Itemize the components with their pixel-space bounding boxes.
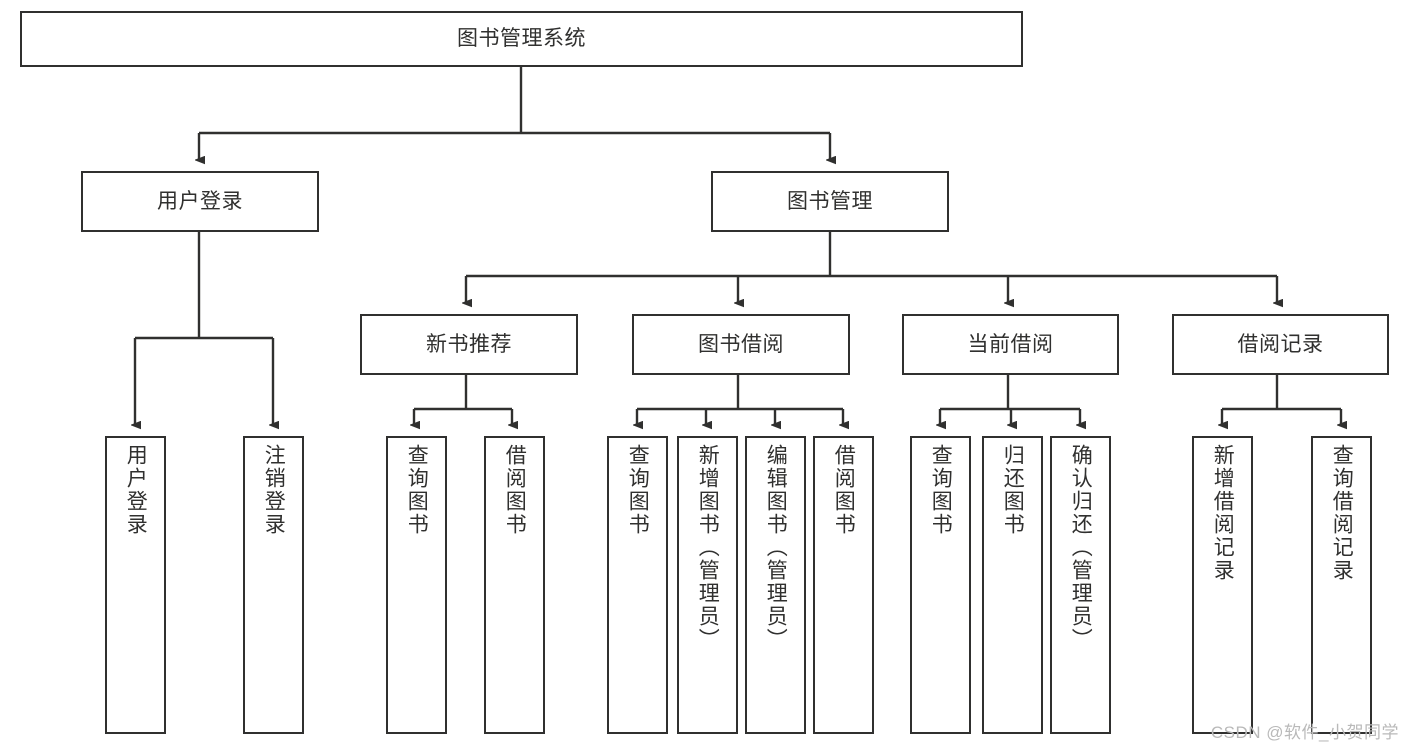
leaf-logout[interactable]: 注销登录 — [243, 436, 304, 734]
leaf-add-book-admin-label: 新增图书（管理员） — [696, 444, 720, 651]
node-book-borrow-label: 图书借阅 — [698, 332, 784, 356]
node-borrow-record[interactable]: 借阅记录 — [1172, 314, 1389, 375]
leaf-add-book-admin[interactable]: 新增图书（管理员） — [677, 436, 738, 734]
leaf-return-book-label: 归还图书 — [1001, 444, 1025, 536]
leaf-borrow-book-recommend-label: 借阅图书 — [503, 444, 527, 536]
leaf-query-book-recommend-label: 查询图书 — [405, 444, 429, 536]
watermark: CSDN @软件_小贺同学 — [1210, 723, 1399, 742]
leaf-query-book-borrow[interactable]: 查询图书 — [607, 436, 668, 734]
node-current-borrow[interactable]: 当前借阅 — [902, 314, 1119, 375]
leaf-edit-book-admin-label: 编辑图书（管理员） — [764, 444, 788, 651]
leaf-confirm-return-admin-label: 确认归还（管理员） — [1069, 444, 1093, 651]
node-borrow-record-label: 借阅记录 — [1237, 332, 1324, 356]
leaf-logout-label: 注销登录 — [262, 444, 286, 536]
leaf-borrow-book-label: 借阅图书 — [832, 444, 856, 536]
leaf-edit-book-admin[interactable]: 编辑图书（管理员） — [745, 436, 806, 734]
node-root-label: 图书管理系统 — [457, 27, 586, 51]
leaf-query-borrow-record[interactable]: 查询借阅记录 — [1311, 436, 1372, 734]
node-root[interactable]: 图书管理系统 — [20, 11, 1023, 67]
leaf-return-book[interactable]: 归还图书 — [982, 436, 1043, 734]
leaf-add-borrow-record[interactable]: 新增借阅记录 — [1192, 436, 1253, 734]
leaf-user-login[interactable]: 用户登录 — [105, 436, 166, 734]
node-user-login[interactable]: 用户登录 — [81, 171, 319, 232]
leaf-borrow-book-recommend[interactable]: 借阅图书 — [484, 436, 545, 734]
leaf-add-borrow-record-label: 新增借阅记录 — [1211, 444, 1235, 582]
node-book-management[interactable]: 图书管理 — [711, 171, 949, 232]
node-book-borrow[interactable]: 图书借阅 — [632, 314, 850, 375]
node-new-book-recommend[interactable]: 新书推荐 — [360, 314, 578, 375]
leaf-query-book-current[interactable]: 查询图书 — [910, 436, 971, 734]
leaf-query-book-current-label: 查询图书 — [929, 444, 953, 536]
leaf-query-borrow-record-label: 查询借阅记录 — [1330, 444, 1354, 582]
leaf-borrow-book[interactable]: 借阅图书 — [813, 436, 874, 734]
node-current-borrow-label: 当前借阅 — [967, 332, 1054, 356]
node-new-book-recommend-label: 新书推荐 — [426, 332, 512, 356]
leaf-user-login-label: 用户登录 — [124, 444, 148, 536]
node-book-management-label: 图书管理 — [787, 189, 873, 213]
leaf-confirm-return-admin[interactable]: 确认归还（管理员） — [1050, 436, 1111, 734]
node-user-login-label: 用户登录 — [157, 189, 243, 213]
leaf-query-book-recommend[interactable]: 查询图书 — [386, 436, 447, 734]
leaf-query-book-borrow-label: 查询图书 — [626, 444, 650, 536]
